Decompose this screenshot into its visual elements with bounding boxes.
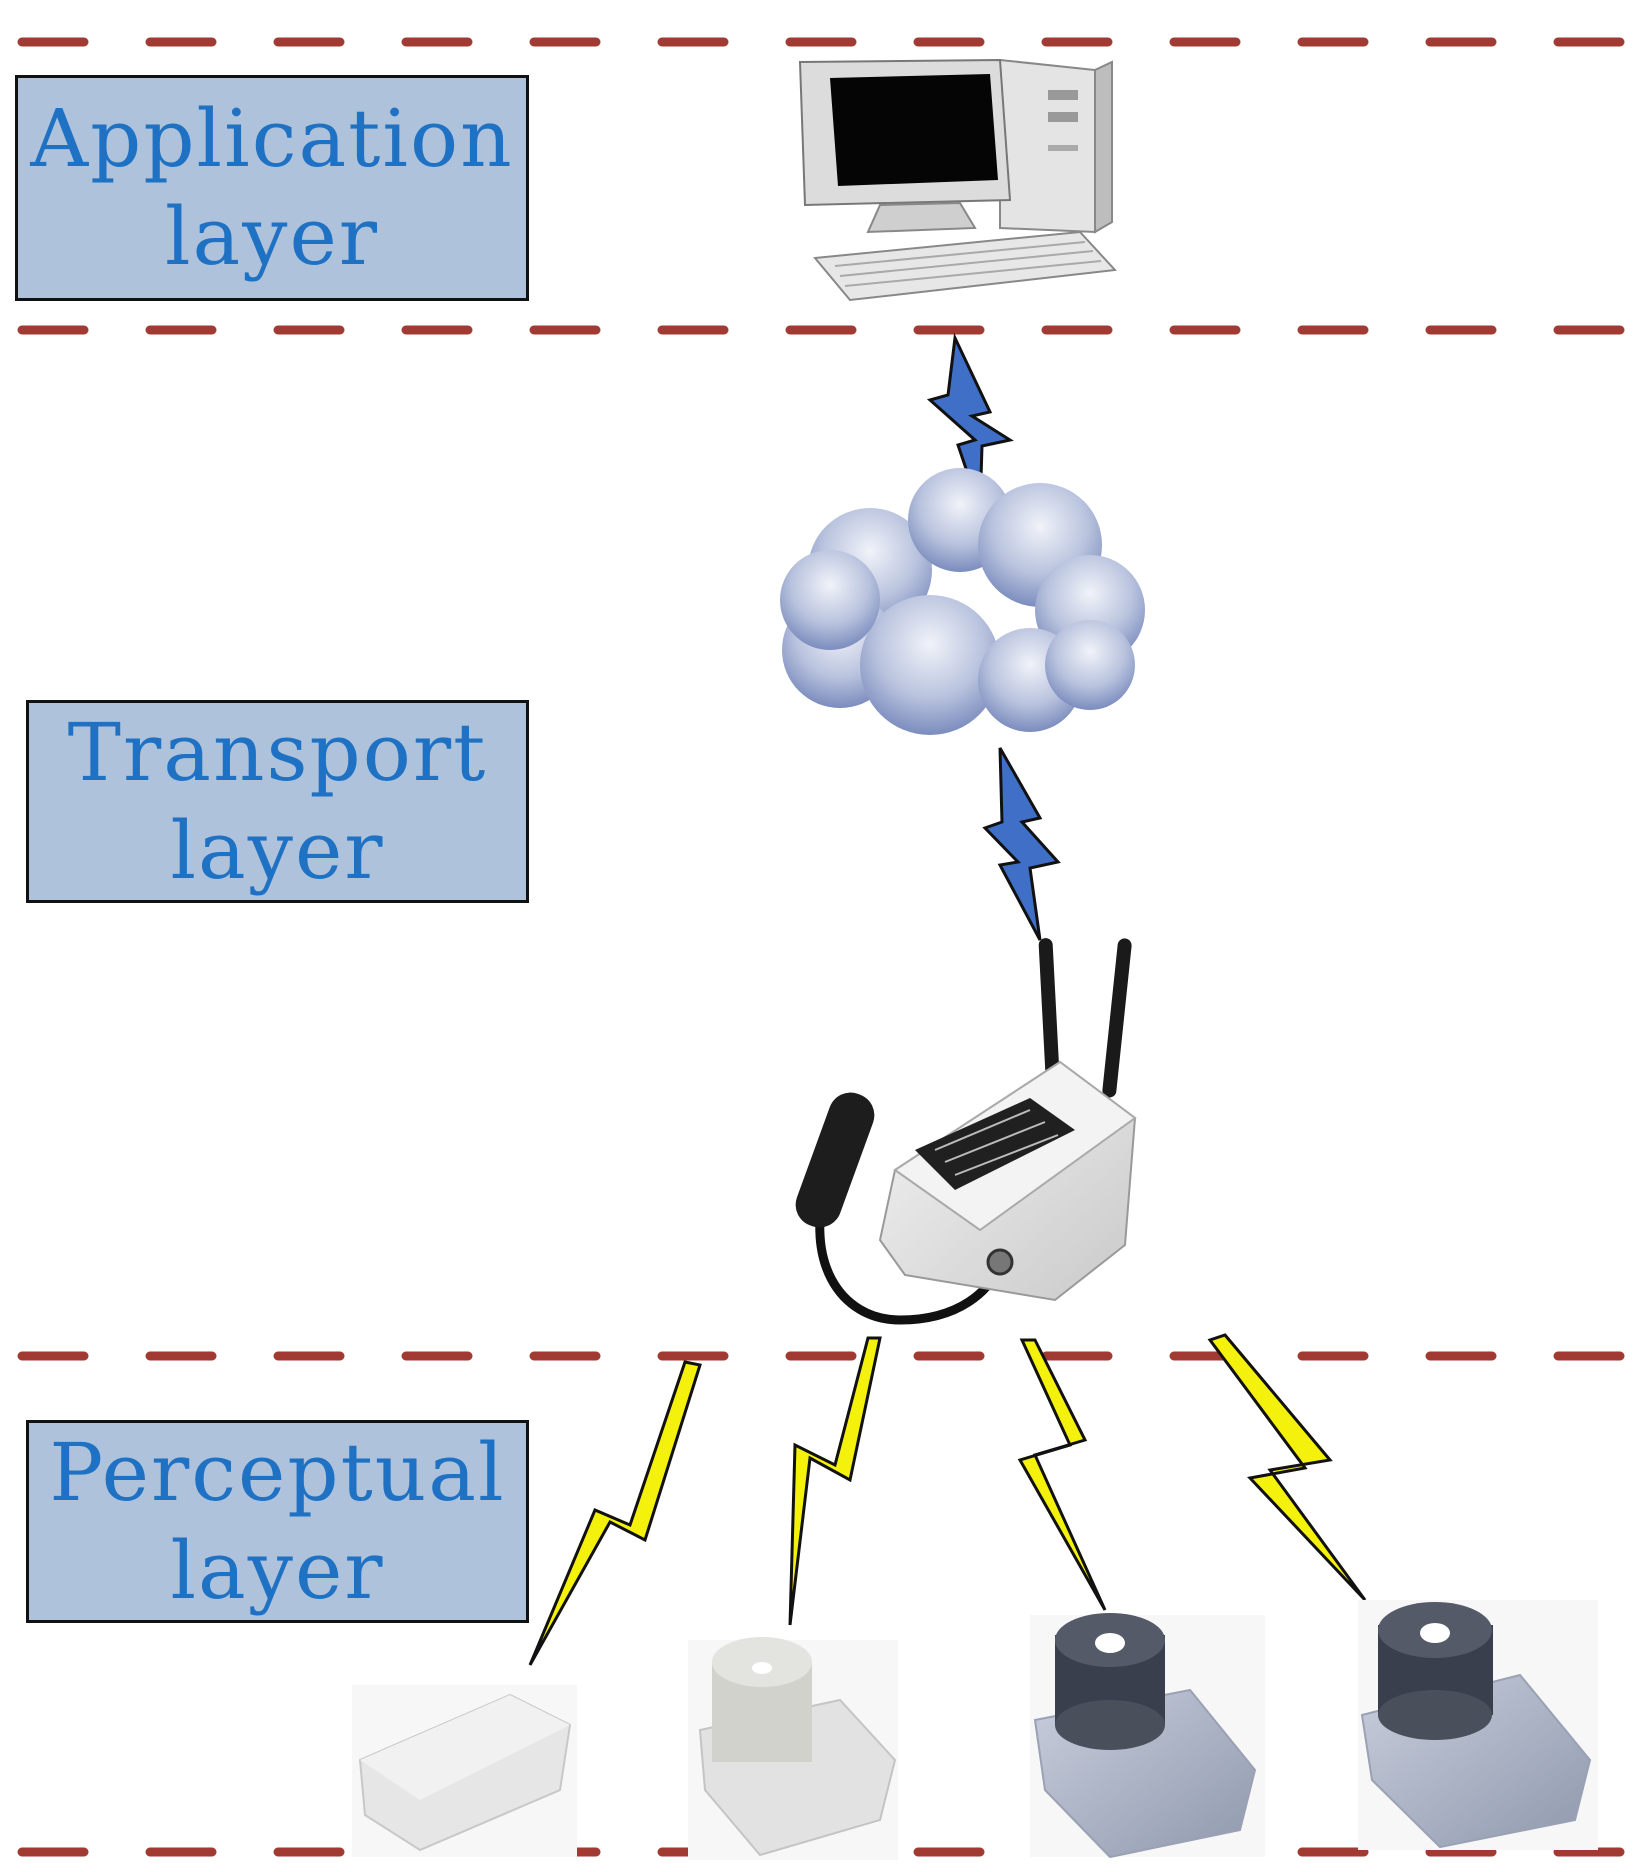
cloud-icon (780, 468, 1145, 735)
yellow-bolt-icon (1017, 1338, 1107, 1611)
gateway-router-icon (795, 938, 1137, 1325)
perceptual-layer-line2: layer (170, 1523, 385, 1617)
yellow-bolt-icon (788, 1336, 882, 1626)
yellow-bolt-icon (528, 1360, 702, 1666)
sensor-node-icon (352, 1685, 577, 1857)
transport-layer-label: Transport layer (26, 700, 529, 903)
application-layer-line1: Application (30, 92, 514, 185)
computer-icon (798, 58, 1118, 302)
transport-layer-line2: layer (170, 803, 385, 897)
sensor-node-icon (688, 1637, 898, 1860)
sensor-node-icon (1030, 1613, 1265, 1859)
transport-layer-line1: Transport (67, 705, 488, 799)
wireless-link-lower (528, 1333, 1367, 1666)
yellow-bolt-icon (1207, 1333, 1367, 1602)
sensor-node-icon (1358, 1600, 1598, 1850)
perceptual-layer-label: Perceptual layer (26, 1420, 529, 1623)
application-layer-label: Application layer (15, 75, 529, 301)
application-layer-line2: layer (164, 190, 380, 283)
blue-bolt-icon (982, 747, 1061, 941)
perceptual-layer-line1: Perceptual (49, 1425, 506, 1519)
